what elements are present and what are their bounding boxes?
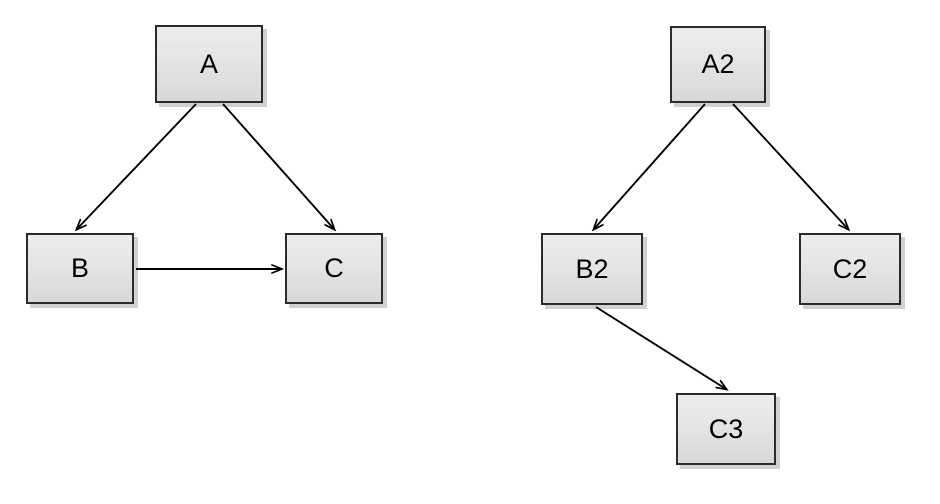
node-label-b2: B2 <box>575 253 609 284</box>
node-label-a: A <box>199 48 218 79</box>
edge-a-to-b <box>74 103 197 232</box>
edge-b2-to-c3 <box>595 306 729 391</box>
node-a2[interactable]: A2 <box>670 26 766 103</box>
edge-a2-to-c2 <box>732 103 851 232</box>
node-b2[interactable]: B2 <box>541 233 643 305</box>
edge-a2-to-b2 <box>591 103 706 232</box>
node-b[interactable]: B <box>26 233 134 304</box>
node-c2[interactable]: C2 <box>799 233 901 305</box>
node-c[interactable]: C <box>285 233 383 304</box>
node-label-c: C <box>324 253 344 283</box>
node-label-b: B <box>70 253 89 283</box>
node-label-c3: C3 <box>708 413 744 444</box>
node-label-c2: C2 <box>832 253 868 284</box>
node-a[interactable]: A <box>155 25 263 103</box>
edge-a-to-c <box>222 103 337 232</box>
node-c3[interactable]: C3 <box>676 393 776 465</box>
node-label-a2: A2 <box>701 49 735 79</box>
